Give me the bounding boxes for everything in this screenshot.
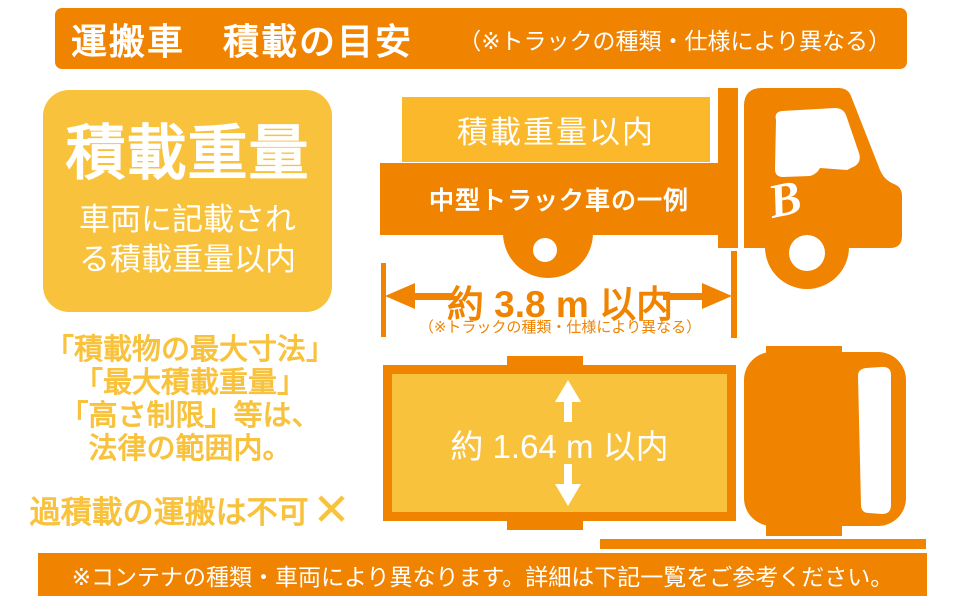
weight-box-title: 積載重量 <box>65 120 310 188</box>
up-arrow-shaft <box>564 400 572 422</box>
width-dimension-value: 約 3.8 m 以内 <box>446 284 674 325</box>
cab-window-shape <box>775 108 860 177</box>
container-top-tab <box>507 356 583 366</box>
rear-cab-window-shape <box>858 366 891 514</box>
cargo-load-label: 積載重量以内 <box>457 115 655 150</box>
rules-line-1: 「積載物の最大寸法」 <box>44 334 335 366</box>
rear-cab-bottom-tab <box>766 524 842 536</box>
weight-box-desc-line1: 車両に記載され <box>79 202 296 238</box>
dim-width-left-terminal <box>381 263 386 337</box>
right-arrow-icon <box>702 283 732 309</box>
rules-line-2: 「最大積載重量」 <box>73 367 306 399</box>
down-arrow-shaft <box>564 464 572 486</box>
page-title: 運搬車 積載の目安 <box>71 20 414 62</box>
up-arrow-icon <box>555 380 581 402</box>
dim-width-right-shaft <box>663 293 707 300</box>
weight-box: 積載重量 車両に記載され る積載重量以内 <box>43 90 332 312</box>
overload-warning: 過積載の運搬は不可 ✕ <box>25 487 355 532</box>
truck-bed-label: 中型トラック車の一例 <box>428 187 689 215</box>
header-bar: 運搬車 積載の目安 （※トラックの種類・仕様により異なる） <box>55 8 907 69</box>
height-dimension-value: 約 1.64 m 以内 <box>450 428 669 465</box>
down-arrow-icon <box>555 484 581 506</box>
weight-box-desc-line2: る積載重量以内 <box>79 242 296 277</box>
container-box: 約 1.64 m 以内 <box>383 365 736 521</box>
width-dimension-note: （※トラックの種類・仕様により異なる） <box>418 319 702 336</box>
rules-line-4: 法律の範囲内。 <box>88 433 292 465</box>
truck-bed-bar: 中型トラック車の一例 <box>380 163 738 235</box>
rules-line-3: 「高さ制限」等は、 <box>59 400 321 432</box>
dim-width-left-shaft <box>410 293 454 300</box>
ground-line <box>600 539 926 549</box>
footer-bar: ※コンテナの種類・車両により異なります。詳細は下記一覧をご参考ください。 <box>38 553 927 596</box>
container-bottom-tab <box>507 520 583 530</box>
container-inner: 約 1.64 m 以内 <box>392 374 727 512</box>
height-dimension-arrows <box>555 380 581 506</box>
cross-icon: ✕ <box>312 483 351 535</box>
cargo-load-bar: 積載重量以内 <box>402 97 710 162</box>
bed-wheel-icon <box>533 238 557 262</box>
footer-note: ※コンテナの種類・車両により異なります。詳細は下記一覧をご参考ください。 <box>71 563 894 590</box>
left-arrow-icon <box>385 283 415 309</box>
dim-width-right-terminal <box>731 251 737 338</box>
overload-warning-text: 過積載の運搬は不可 <box>29 495 309 530</box>
rules-block: 「積載物の最大寸法」 「最大積載重量」 「高さ制限」等は、 法律の範囲内。 過積… <box>25 334 355 532</box>
header-note: （※トラックの種類・仕様により異なる） <box>458 27 891 54</box>
cab-wheel-icon <box>789 235 825 271</box>
rear-cab-top-tab <box>766 346 842 356</box>
weight-box-description: 車両に記載され る積載重量以内 <box>79 200 296 279</box>
